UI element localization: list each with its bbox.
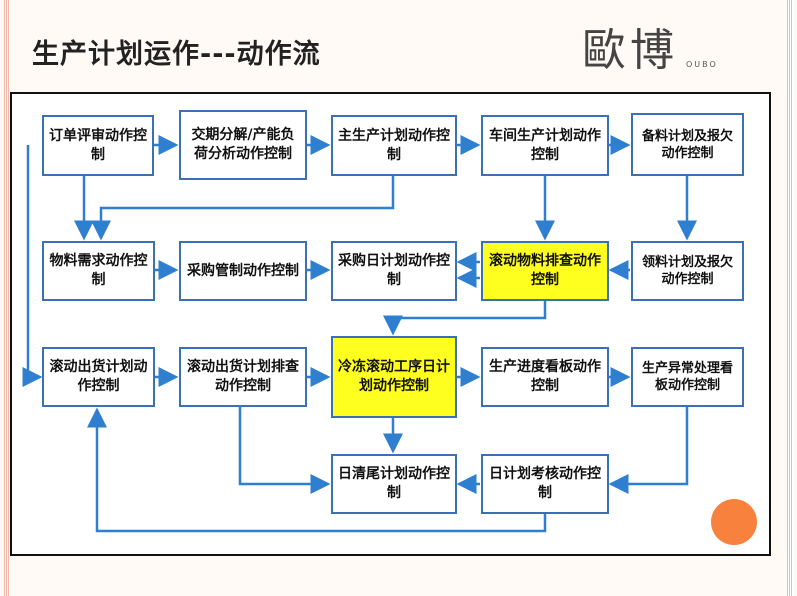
node-order-review: 订单评审动作控制 xyxy=(42,115,154,176)
node-frozen-rolling-daily: 冷冻滚动工序日计划动作控制 xyxy=(331,336,457,418)
company-logo: 歐博 OUBO xyxy=(582,14,752,76)
right-decorative-border xyxy=(787,0,793,596)
logo-subtext: OUBO xyxy=(686,60,718,69)
node-purchase-control: 采购管制动作控制 xyxy=(179,241,307,301)
node-material-requirement: 物料需求动作控制 xyxy=(42,241,155,301)
accent-circle xyxy=(711,499,757,545)
node-exception-board: 生产异常处理看板动作控制 xyxy=(631,347,744,407)
node-workshop-plan: 车间生产计划动作控制 xyxy=(481,115,609,176)
node-delivery-capacity: 交期分解/产能负荷分析动作控制 xyxy=(179,110,307,180)
node-purchase-daily: 采购日计划动作控制 xyxy=(331,241,457,301)
node-daily-tail-plan: 日清尾计划动作控制 xyxy=(331,454,457,514)
node-material-prep: 备料计划及报欠动作控制 xyxy=(631,113,744,176)
node-shipment-check: 滚动出货计划排查动作控制 xyxy=(179,347,307,407)
node-master-plan: 主生产计划动作控制 xyxy=(331,115,457,176)
slide-title: 生产计划运作---动作流 xyxy=(32,39,321,70)
node-rolling-shipment: 滚动出货计划动作控制 xyxy=(42,347,155,407)
logo-text: 歐博 xyxy=(582,25,678,76)
left-decorative-border xyxy=(4,0,10,596)
node-progress-board: 生产进度看板动作控制 xyxy=(481,347,609,407)
node-daily-plan-assessment: 日计划考核动作控制 xyxy=(481,454,609,514)
node-picking-plan: 领料计划及报欠动作控制 xyxy=(631,241,744,301)
node-rolling-material-check: 滚动物料排查动作控制 xyxy=(481,241,609,301)
